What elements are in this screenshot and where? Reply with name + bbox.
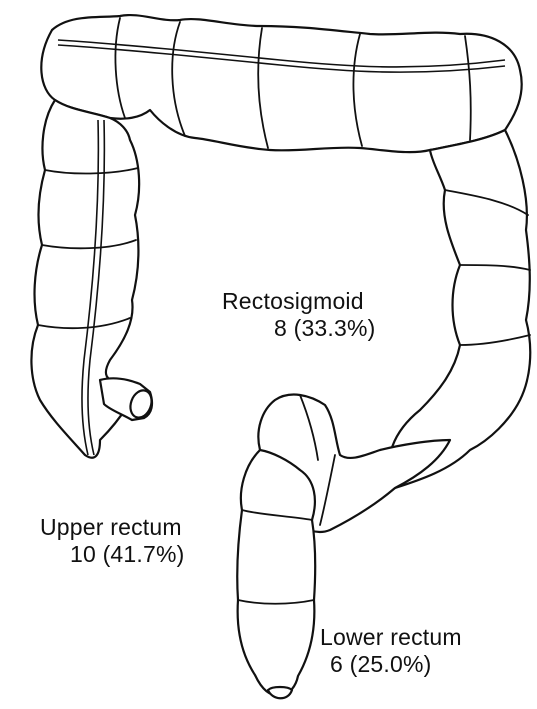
rectosigmoid-name: Rectosigmoid bbox=[222, 288, 376, 315]
upper-rectum-value: 10 (41.7%) bbox=[40, 541, 185, 568]
upper-rectum-name: Upper rectum bbox=[40, 514, 185, 541]
rectosigmoid-value: 8 (33.3%) bbox=[222, 315, 376, 342]
lower-rectum-label: Lower rectum 6 (25.0%) bbox=[320, 624, 462, 678]
rectosigmoid-label: Rectosigmoid 8 (33.3%) bbox=[222, 288, 376, 342]
lower-rectum-name: Lower rectum bbox=[320, 624, 462, 651]
lower-rectum-value: 6 (25.0%) bbox=[320, 651, 462, 678]
rectum bbox=[237, 450, 315, 696]
descending-colon bbox=[389, 130, 530, 488]
upper-rectum-label: Upper rectum 10 (41.7%) bbox=[40, 514, 185, 568]
anus bbox=[268, 687, 292, 698]
